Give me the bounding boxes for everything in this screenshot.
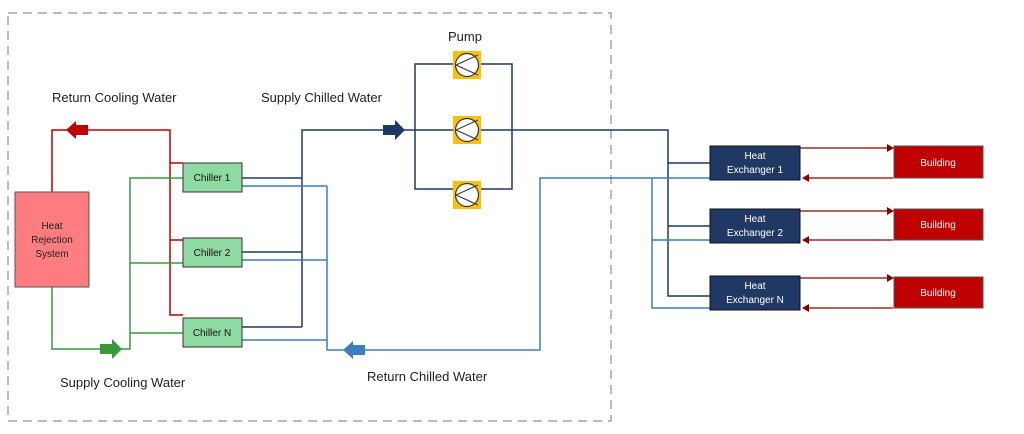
heat-exchanger-2-line-2: Exchanger 2 — [727, 228, 784, 239]
heat-exchanger-2-line-1: Heat — [744, 214, 765, 225]
heat-exchanger-1: Heat Exchanger 1 — [709, 145, 801, 181]
heat-exchanger-n: Heat Exchanger N — [709, 275, 801, 311]
chiller-1-label: Chiller 1 — [194, 173, 231, 184]
return-cooling-water-label: Return Cooling Water — [52, 90, 177, 105]
building-2-label: Building — [920, 220, 956, 231]
plant-boundary — [7, 12, 612, 422]
building-1-label: Building — [920, 158, 956, 169]
building-loop-lines — [800, 147, 893, 309]
return-chilled-water-arrow — [343, 341, 365, 359]
pump-label: Pump — [448, 29, 482, 44]
return-chilled-water-lines — [242, 177, 710, 351]
heat-exchanger-n-line-2: Exchanger N — [726, 295, 784, 306]
building-3: Building — [893, 276, 984, 309]
pump-1 — [453, 51, 481, 79]
chiller-n: Chiller N — [182, 317, 243, 348]
heat-rejection-line-3: System — [35, 249, 68, 260]
building-2: Building — [893, 208, 984, 241]
return-chilled-water-label: Return Chilled Water — [367, 369, 488, 384]
heat-rejection-system: Heat Rejection System — [14, 191, 90, 288]
chiller-2: Chiller 2 — [182, 237, 243, 268]
return-cooling-water-lines — [51, 129, 183, 316]
pump-2 — [453, 116, 481, 144]
supply-cooling-water-label: Supply Cooling Water — [60, 375, 186, 390]
return-cooling-water-arrow — [66, 121, 88, 139]
heat-exchanger-1-line-2: Exchanger 1 — [727, 165, 784, 176]
building-loop-arrowheads — [802, 144, 894, 312]
pump-3 — [453, 181, 481, 209]
heat-exchanger-2: Heat Exchanger 2 — [709, 208, 801, 244]
chiller-1: Chiller 1 — [182, 162, 243, 193]
heat-exchanger-n-line-1: Heat — [744, 281, 765, 292]
heat-exchanger-1-line-1: Heat — [744, 151, 765, 162]
building-3-label: Building — [920, 288, 956, 299]
chiller-2-label: Chiller 2 — [194, 248, 231, 259]
supply-cooling-water-lines — [51, 177, 183, 350]
supply-chilled-water-arrow — [383, 120, 405, 140]
supply-cooling-water-arrow — [100, 339, 122, 359]
heat-rejection-line-2: Rejection — [31, 235, 73, 246]
heat-rejection-line-1: Heat — [41, 221, 62, 232]
chiller-n-label: Chiller N — [193, 328, 231, 339]
building-1: Building — [893, 145, 984, 179]
supply-chilled-water-label: Supply Chilled Water — [261, 90, 383, 105]
